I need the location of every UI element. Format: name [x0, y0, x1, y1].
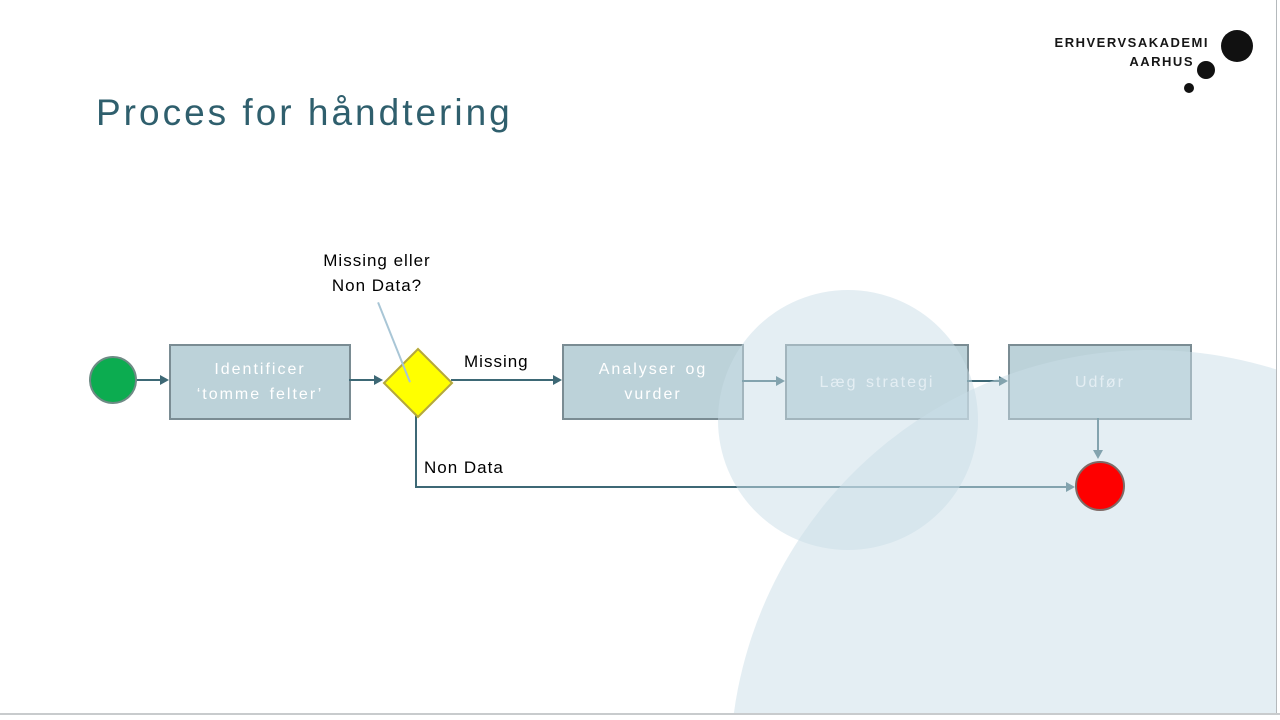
logo-text-line1: ERHVERVSAKADEMI	[1054, 35, 1209, 50]
process-analyse: Analyser og vurder	[562, 344, 744, 420]
start-node	[89, 356, 137, 404]
slide-border-bottom	[0, 713, 1280, 715]
process-identify-label-line2: ‘tomme felter’	[196, 386, 324, 403]
connector-identify-decision-arrowhead	[374, 375, 383, 385]
process-identify: Identificer ‘tomme felter’	[169, 344, 351, 420]
decision-callout: Missing eller Non Data?	[293, 248, 461, 298]
page-title: Proces for håndtering	[96, 92, 513, 133]
connector-decision-end-vertical	[415, 409, 417, 487]
connector-decision-analyse	[451, 379, 554, 381]
edge-label-missing: Missing	[464, 352, 529, 371]
decision-diamond	[382, 347, 454, 419]
logo-text-line2: AARHUS	[1129, 54, 1194, 69]
connector-start-identify	[135, 379, 162, 381]
connector-strategy-execute	[967, 380, 1000, 382]
logo-circle-large-icon	[1221, 30, 1253, 62]
connector-decision-analyse-arrowhead	[553, 375, 562, 385]
decision-callout-line1: Missing eller	[323, 251, 431, 270]
decision-callout-line2: Non Data?	[331, 276, 423, 295]
connector-identify-decision	[349, 379, 376, 381]
process-analyse-label-line2: vurder	[624, 386, 682, 403]
end-node	[1075, 461, 1125, 511]
process-identify-label-line1: Identificer	[214, 361, 306, 378]
process-analyse-label-line1: Analyser og	[598, 361, 708, 378]
logo: ERHVERVSAKADEMI AARHUS	[1055, 33, 1209, 71]
edge-label-non-data: Non Data	[424, 458, 504, 477]
logo-circle-medium-icon	[1197, 61, 1215, 79]
connector-start-identify-arrowhead	[160, 375, 169, 385]
logo-circle-small-icon	[1184, 83, 1194, 93]
slide-border-right	[1276, 0, 1277, 714]
